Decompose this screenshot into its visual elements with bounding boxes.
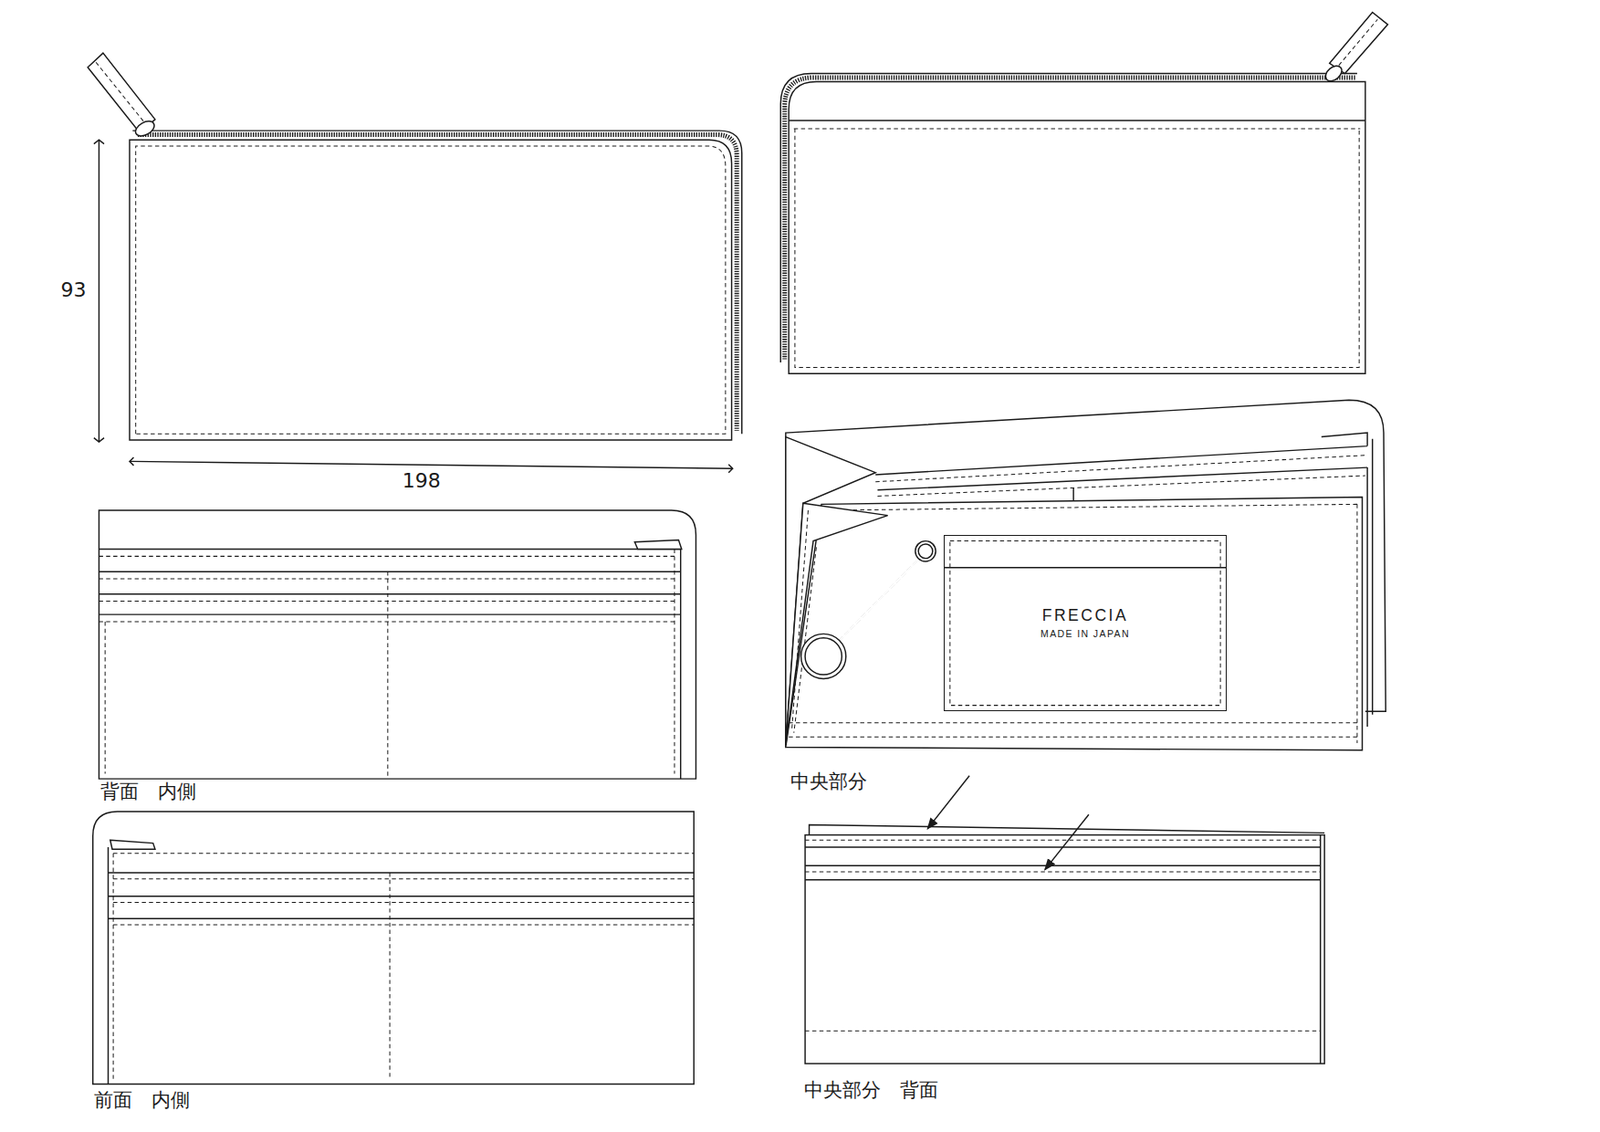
front-inside-view xyxy=(93,811,694,1085)
brand-logo: FRECCIA xyxy=(1042,606,1129,625)
front-view xyxy=(87,52,743,473)
origin-mark: MADE IN JAPAN xyxy=(1040,628,1130,640)
view-label: 前面 内側 xyxy=(94,1090,190,1112)
view-label: 背面 内側 xyxy=(100,781,197,803)
view-label: 198 xyxy=(402,469,441,492)
back-view xyxy=(780,11,1388,374)
view-label: 中央部分 背面 xyxy=(804,1080,939,1102)
back-inside-view xyxy=(98,510,696,779)
card-window: FRECCIA MADE IN JAPAN xyxy=(943,534,1227,712)
view-label: 中央部分 xyxy=(790,772,868,794)
view-label: 93 xyxy=(60,278,86,301)
centre-part-view xyxy=(785,399,1386,869)
centre-part-back-view xyxy=(805,824,1325,1064)
